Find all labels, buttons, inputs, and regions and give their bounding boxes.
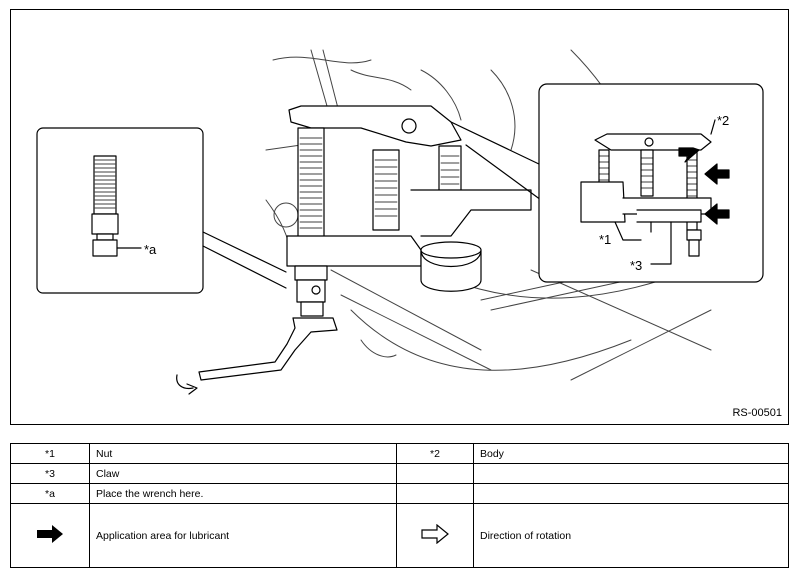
figure-code: RS-00501 [732,407,782,419]
legend-desc: Nut [89,443,397,464]
detail-wrench-position [36,127,287,294]
lubricant-arrow-2 [704,163,730,185]
callout-body: *2 [717,113,730,128]
legend-key [396,463,474,484]
legend-table: *1 Nut *2 Body *3 Claw *a Place the wren… [10,443,789,568]
legend-key: *2 [396,443,474,464]
legend-desc [473,483,789,504]
table-row: *3 Claw [10,463,789,484]
table-row: *1 Nut *2 Body [10,443,789,464]
lubricant-arrow-1 [678,147,700,163]
legend-desc: Claw [89,463,397,484]
ball-joint-puller [176,105,532,395]
legend-symbol-cell [396,503,474,568]
legend-desc: Place the wrench here. [89,483,397,504]
legend-symbol-cell [10,503,90,568]
legend-desc: Application area for lubricant [89,503,397,568]
legend-key: *a [10,483,90,504]
outline-arrow-icon [421,523,449,545]
diagram-drawing [36,49,764,395]
legend-desc: Body [473,443,789,464]
table-row: Application area for lubricant Direction… [10,503,789,568]
table-row: *a Place the wrench here. [10,483,789,504]
callout-wrench-place: *a [144,242,157,257]
legend-key [396,483,474,504]
legend-key: *3 [10,463,90,484]
legend-desc: Direction of rotation [473,503,789,568]
callout-nut: *1 [599,232,612,247]
lubricant-arrow-3 [704,203,730,225]
detail-tool-enlarged [450,83,764,283]
solid-arrow-icon [37,525,63,543]
legend-key: *1 [10,443,90,464]
callout-claw: *3 [630,258,643,273]
legend-desc [473,463,789,484]
diagram-figure: *a *2 *1 *3 RS-00501 [10,9,789,425]
